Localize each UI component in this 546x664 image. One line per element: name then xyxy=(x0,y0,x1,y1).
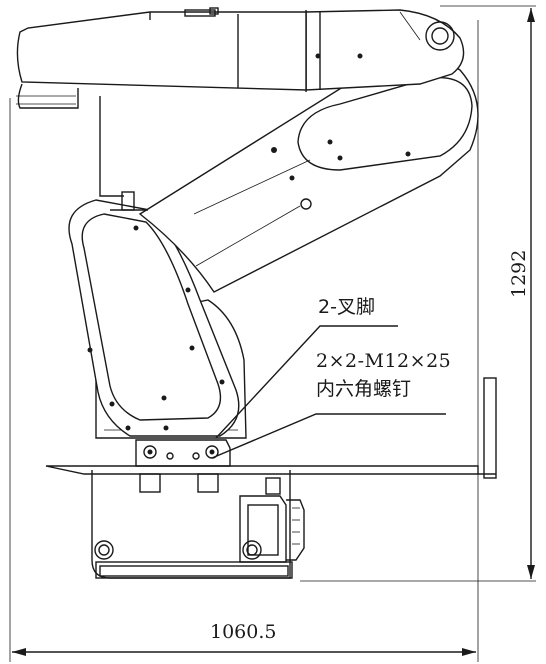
forearm xyxy=(16,7,307,109)
fork-mount-bracket xyxy=(135,439,231,467)
screw-spec-label: 2×2-M12×25 xyxy=(316,350,452,372)
upper-arm xyxy=(138,56,479,293)
width-dimension-value: 1060.5 xyxy=(210,621,277,643)
robot-base xyxy=(91,470,305,579)
callout-leader-lines xyxy=(211,325,446,459)
height-dimension-line xyxy=(527,8,535,579)
width-dimension-line xyxy=(12,648,476,656)
lower-arm xyxy=(68,199,240,437)
cable-bracket xyxy=(99,96,148,211)
height-dimension-value: 1292 xyxy=(508,249,530,298)
fork-callout-label: 2-叉脚 xyxy=(318,296,375,318)
screw-type-label: 内六角螺钉 xyxy=(316,378,412,400)
fork-plate xyxy=(45,377,497,493)
extension-lines xyxy=(9,5,536,662)
